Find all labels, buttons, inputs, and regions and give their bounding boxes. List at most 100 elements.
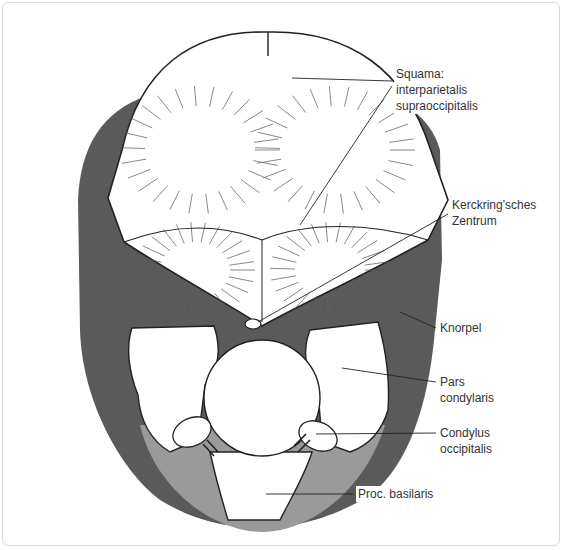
hatch-line [271, 276, 295, 280]
hatch-line [234, 100, 249, 116]
hatch-line [357, 92, 367, 110]
hatch-line [388, 161, 412, 166]
hatch-line [287, 237, 305, 251]
hatch-line [128, 169, 150, 178]
hatch-line [390, 150, 415, 151]
hatch-line [345, 87, 349, 107]
part-label: Pars condylaris [438, 374, 496, 406]
hatch-line [123, 132, 147, 138]
hatch-line [143, 246, 165, 256]
hatch-line [241, 179, 260, 192]
hatch-line [254, 139, 279, 142]
hatch-line [243, 111, 263, 123]
hatch-line [152, 237, 170, 251]
hatch-line [141, 282, 163, 291]
hatch-line [255, 150, 280, 151]
hatch-line [385, 124, 408, 132]
hatch-line [322, 298, 325, 318]
part-label: Squama: interparietalis supraoccipitalis [394, 66, 480, 114]
hatch-line [160, 293, 175, 309]
hatch-line [341, 194, 344, 214]
hatch-line [288, 186, 303, 202]
hatch-line [250, 124, 273, 132]
bone-hatching [120, 86, 415, 318]
hatch-line [276, 282, 298, 291]
leader-line [342, 368, 436, 382]
hatch-line [258, 132, 282, 138]
kerckring-center [245, 319, 261, 329]
hatch-line [329, 86, 331, 106]
hatch-line [122, 159, 146, 163]
hatch-line [199, 298, 202, 318]
hatch-line [384, 171, 406, 180]
squama-top-suture [267, 32, 268, 56]
hatch-line [176, 224, 184, 243]
hatch-line [310, 89, 318, 108]
hatch-line [229, 277, 253, 282]
part-label: Kerckring'sches Zentrum [450, 197, 538, 229]
squama-mid-line [124, 227, 428, 243]
proc-basilaris [210, 452, 312, 520]
hatch-line [120, 147, 145, 149]
hatch-line [219, 191, 228, 210]
hatch-line [334, 298, 337, 318]
hatch-line [170, 191, 179, 210]
hatch-line [136, 276, 160, 280]
hatch-line [376, 179, 395, 192]
hatch-line [175, 89, 183, 108]
hatch-line [173, 296, 182, 315]
hatch-line [226, 283, 248, 292]
hatch-line [342, 296, 351, 315]
hatch-line [364, 277, 388, 282]
leader-line [266, 494, 354, 495]
hatch-line [266, 118, 288, 128]
hatch-line [139, 178, 158, 191]
condylus-left [168, 411, 216, 453]
hatch-line [278, 246, 300, 256]
condylus-right [294, 415, 342, 457]
hatch-line [366, 186, 380, 203]
hatch-line [364, 262, 389, 265]
hatch-line [163, 229, 176, 246]
hatch-line [295, 293, 310, 309]
hatch-line [201, 223, 205, 243]
hatch-line [270, 268, 295, 270]
leader-line [300, 86, 392, 225]
part-label: Condylus occipitalis [438, 425, 494, 457]
hatch-line [158, 96, 171, 113]
hatch-line [277, 106, 295, 120]
part-label: Proc. basilaris [356, 486, 435, 502]
hatch-line [142, 106, 160, 120]
hatch-line [153, 186, 168, 202]
hatch-line [229, 262, 254, 265]
leader-line [292, 78, 392, 81]
hatch-line [389, 139, 414, 142]
hatch-line [149, 288, 168, 301]
hatch-line [293, 96, 306, 113]
hatch-line [257, 159, 281, 163]
hatch-line [131, 118, 153, 128]
hatch-line [206, 194, 209, 214]
hatch-line [356, 289, 375, 302]
hatch-line [358, 240, 378, 252]
hatch-line [365, 270, 390, 271]
hatch-line [207, 296, 216, 315]
hatch-line [361, 283, 383, 292]
hatch-line [263, 169, 285, 178]
hatch-line [210, 87, 214, 107]
hatch-line [274, 178, 293, 191]
hatch-line [217, 232, 232, 248]
hatch-line [344, 226, 354, 244]
hatch-line [231, 186, 245, 203]
hatch-line [255, 147, 280, 149]
hatch-line [215, 293, 229, 310]
hatch-line [336, 223, 340, 243]
hatch-line [249, 171, 271, 180]
hatch-line [352, 232, 367, 248]
hatch-line [189, 194, 192, 214]
hatch-line [284, 288, 303, 301]
part-label: Knorpel [438, 320, 483, 336]
hatch-line [223, 240, 243, 252]
leader-line [400, 312, 436, 328]
hatch-line [326, 222, 328, 242]
